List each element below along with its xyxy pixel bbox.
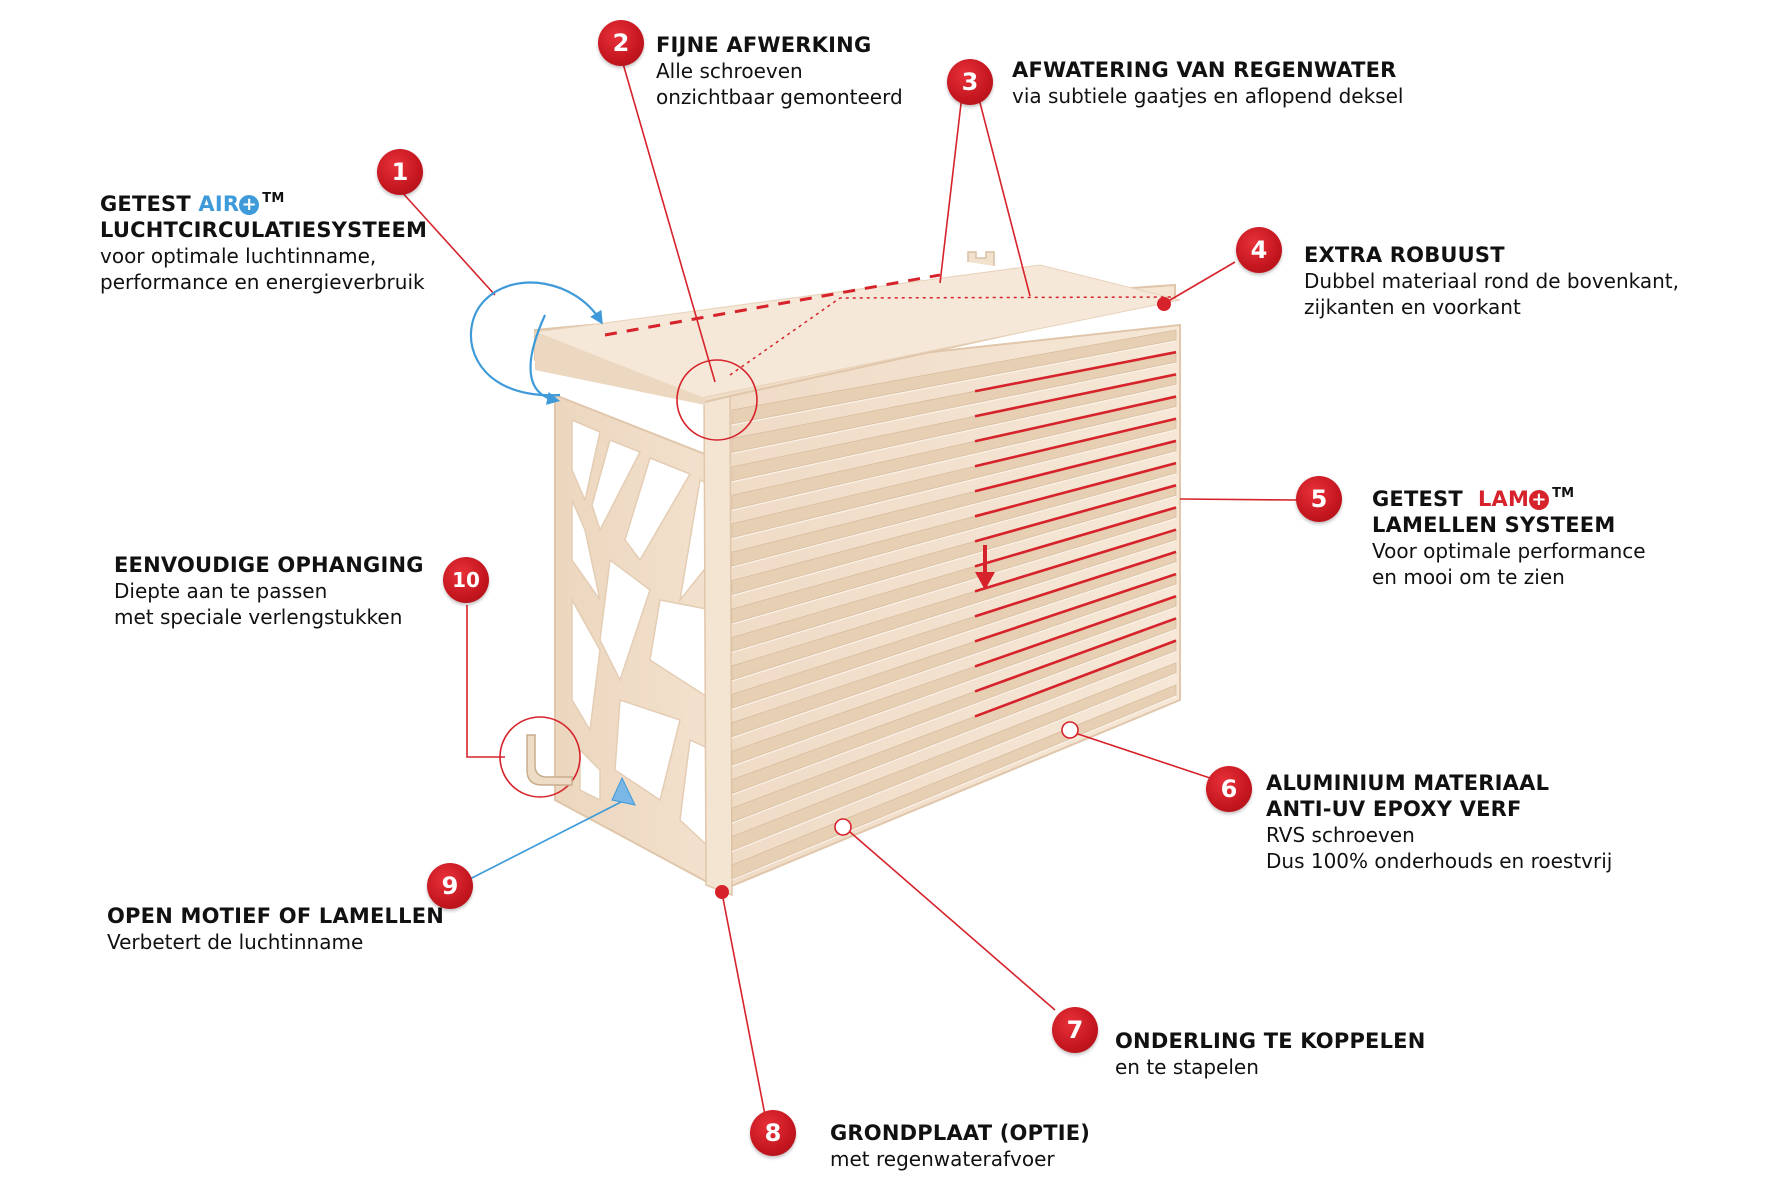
louvre-highlight — [731, 695, 1177, 881]
louvre-highlight — [731, 584, 1177, 739]
connector-lines — [399, 59, 1299, 1116]
callout-1-title-line2: LUCHTCIRCULATIESYSTEEM — [100, 218, 428, 242]
callout-4-desc-2: zijkanten en voorkant — [1304, 295, 1521, 319]
callout-5-desc-2: en mooi om te zien — [1372, 565, 1565, 589]
callout-badge-5: 5 — [1296, 476, 1342, 522]
callout-8: GRONDPLAAT (OPTIE) met regenwaterafvoer — [830, 1120, 1090, 1172]
lamellen-red-line — [974, 484, 1177, 543]
callout-10-desc-2: met speciale verlengstukken — [114, 605, 403, 629]
callout-4-desc-1: Dubbel materiaal rond de bovenkant, — [1304, 269, 1679, 293]
callout-badge-6: 6 — [1206, 766, 1252, 812]
callout-6-title-1: ALUMINIUM MATERIAAL — [1266, 771, 1550, 795]
louvre-slat — [731, 329, 1177, 425]
lamellen-red-line — [974, 528, 1177, 593]
air-plus-icon: + — [239, 195, 260, 215]
callout-5-title-line2: LAMELLEN SYSTEEM — [1372, 513, 1616, 537]
callout-3-desc-1: via subtiele gaatjes en aflopend deksel — [1012, 84, 1404, 108]
trademark: TM — [1552, 486, 1575, 501]
lid-slope-line — [729, 296, 1176, 376]
louvre-highlight — [731, 628, 1177, 796]
callout-1-desc-1: voor optimale luchtinname, — [100, 244, 377, 268]
louvre-highlight — [731, 384, 1177, 483]
internal-airflow-arrowhead — [975, 572, 995, 590]
louvre-slat — [731, 662, 1177, 852]
callout-10: EENVOUDIGE OPHANGING Diepte aan te passe… — [114, 552, 424, 630]
callout-4-title: EXTRA ROBUUST — [1304, 243, 1505, 267]
open-motif-pattern — [571, 418, 713, 852]
callout-1-title: GETEST AIR+TM — [100, 191, 285, 216]
callout-3-title: AFWATERING VAN REGENWATER — [1012, 58, 1397, 82]
callout-2: FIJNE AFWERKING Alle schroeven onzichtba… — [656, 32, 903, 110]
lamellen-red-line — [974, 461, 1177, 518]
callout-badge-3: 3 — [947, 59, 993, 105]
callout-badge-8: 8 — [750, 1110, 796, 1156]
louvre-highlight — [731, 495, 1177, 625]
callout-6-desc-1: RVS schroeven — [1266, 823, 1415, 847]
louvre-highlight — [731, 517, 1177, 654]
louvre-highlight — [731, 606, 1177, 767]
callout-10-desc-1: Diepte aan te passen — [114, 579, 328, 603]
lam-plus-icon: + — [1529, 490, 1550, 510]
callout-6: ALUMINIUM MATERIAAL ANTI-UV EPOXY VERF R… — [1266, 770, 1612, 874]
louvre-highlight — [731, 451, 1177, 568]
callout-8-title: GRONDPLAAT (OPTIE) — [830, 1121, 1091, 1145]
callout-badge-7: 7 — [1052, 1007, 1098, 1053]
callout-badge-2: 2 — [598, 20, 644, 66]
callout-2-desc-2: onzichtbaar gemonteerd — [656, 85, 903, 109]
callout-2-title: FIJNE AFWERKING — [656, 33, 872, 57]
top-lid — [533, 251, 1181, 405]
callout-8-desc-1: met regenwaterafvoer — [830, 1147, 1055, 1171]
hanging-bracket — [526, 734, 573, 786]
lamellen-red-line — [974, 439, 1177, 493]
callout-7-desc-1: en te stapelen — [1115, 1055, 1259, 1079]
lamellen-highlight — [974, 350, 1177, 718]
callout-5-title: GETEST LAM+TM — [1372, 486, 1575, 511]
callout-7: ONDERLING TE KOPPELEN en te stapelen — [1115, 1028, 1425, 1080]
louvre-highlight — [731, 473, 1177, 597]
louvre-highlight — [731, 651, 1177, 824]
louvre-highlight — [731, 406, 1177, 511]
side-panel — [554, 393, 724, 892]
lam-brand: LAM — [1477, 487, 1530, 511]
air-brand: AIR — [198, 192, 240, 216]
lamellen-red-line — [974, 395, 1177, 443]
callout-2-desc-1: Alle schroeven — [656, 59, 803, 83]
callout-9: OPEN MOTIEF OF LAMELLEN Verbetert de luc… — [107, 903, 444, 955]
louvre-highlight — [731, 540, 1177, 682]
callout-badge-1: 1 — [377, 149, 423, 195]
lamellen-red-line — [974, 373, 1177, 418]
louvre-highlight — [731, 673, 1177, 853]
lamellen-red-line — [974, 350, 1177, 393]
motif-marker-icon — [611, 776, 636, 806]
callout-badge-4: 4 — [1236, 227, 1282, 273]
callout-1: GETEST AIR+TM LUCHTCIRCULATIESYSTEEM voo… — [100, 186, 427, 295]
lamellen-red-line — [974, 572, 1177, 643]
callout-1-desc-2: performance en energieverbruik — [100, 270, 425, 294]
louvre-highlight — [731, 362, 1177, 455]
lamellen-red-line — [974, 595, 1177, 668]
callout-6-title-2: ANTI-UV EPOXY VERF — [1266, 797, 1522, 821]
lamellen-red-line — [974, 550, 1177, 618]
callout-10-title: EENVOUDIGE OPHANGING — [114, 553, 424, 577]
callout-3: AFWATERING VAN REGENWATER via subtiele g… — [1012, 57, 1403, 109]
callout-6-desc-2: Dus 100% onderhouds en roestvrij — [1266, 849, 1613, 873]
airflow-arrows — [470, 281, 603, 405]
callout-5: GETEST LAM+TM LAMELLEN SYSTEEM Voor opti… — [1372, 481, 1646, 590]
callout-9-title: OPEN MOTIEF OF LAMELLEN — [107, 904, 445, 928]
louvre-highlight — [731, 562, 1177, 710]
louvre-highlight — [731, 340, 1177, 426]
lamellen-red-line — [974, 617, 1177, 693]
callout-badge-9: 9 — [427, 863, 473, 909]
lamellen-red-line — [974, 506, 1177, 568]
callout-9-desc-1: Verbetert de luchtinname — [107, 930, 364, 954]
callout-badge-10: 10 — [443, 557, 489, 603]
callout-5-desc-1: Voor optimale performance — [1372, 539, 1646, 563]
louvre-highlight — [731, 429, 1177, 540]
trademark: TM — [262, 191, 285, 206]
lamellen-red-line — [974, 639, 1177, 718]
callout-4: EXTRA ROBUUST Dubbel materiaal rond de b… — [1304, 242, 1679, 320]
lamellen-red-line — [974, 417, 1177, 468]
callout-7-title: ONDERLING TE KOPPELEN — [1115, 1029, 1426, 1053]
